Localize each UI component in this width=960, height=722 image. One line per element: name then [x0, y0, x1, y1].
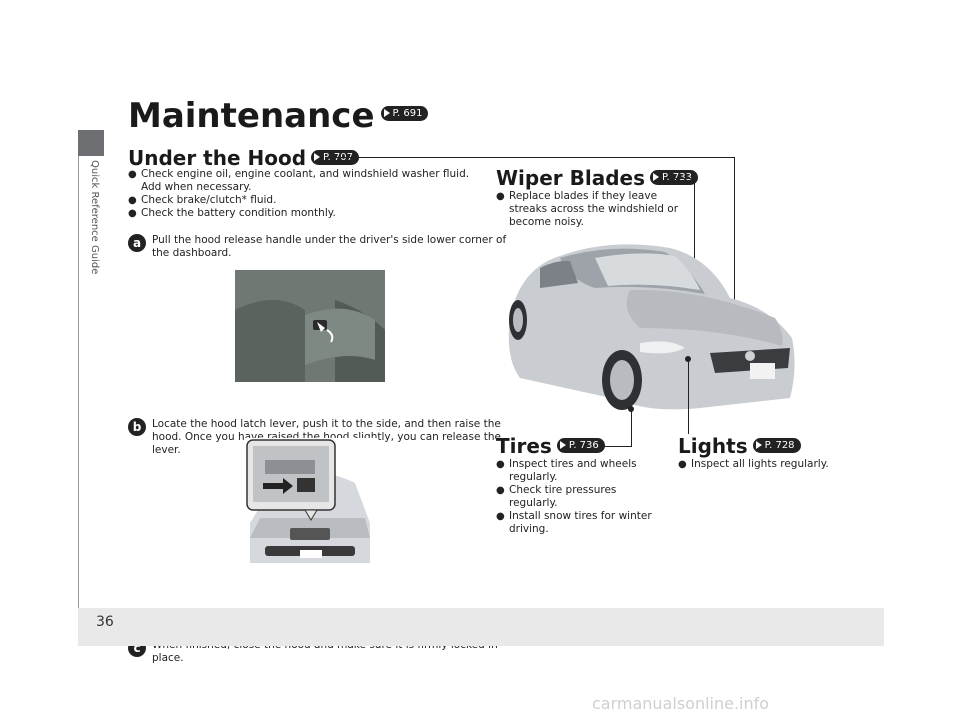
wiper-heading: Wiper Blades P. 733	[496, 166, 698, 190]
section-tab	[78, 130, 104, 156]
callout-line-hood-v	[734, 157, 735, 307]
under-hood-bullets: Check engine oil, engine coolant, and wi…	[128, 168, 488, 220]
tires-bullets: Inspect tires and wheels regularly. Chec…	[496, 458, 668, 536]
tires-ref-text: P. 736	[568, 440, 599, 451]
wiper-ref-text: P. 733	[662, 172, 692, 183]
page-title: Maintenance P. 691	[128, 96, 429, 136]
wiper-ref-link[interactable]: P. 733	[650, 170, 698, 185]
list-item: Inspect tires and wheels regularly.	[496, 458, 668, 484]
wiper-bullets: Replace blades if they leave streaks acr…	[496, 190, 692, 229]
sidebar-section-label: Quick Reference Guide	[89, 160, 100, 275]
arrow-icon	[383, 109, 390, 117]
car-illustration	[500, 228, 800, 428]
footer-band	[78, 608, 884, 646]
wiper-title: Wiper Blades	[496, 166, 646, 190]
arrow-icon	[314, 153, 321, 161]
arrow-icon	[653, 173, 660, 181]
arrow-icon	[755, 441, 762, 449]
lights-bullets: Inspect all lights regularly.	[678, 458, 868, 471]
page-title-text: Maintenance	[128, 96, 375, 136]
callout-line-tires-v	[631, 410, 632, 446]
step-text: Locate the hood latch lever, push it to …	[152, 418, 501, 456]
lights-ref-text: P. 728	[764, 440, 795, 451]
lights-heading: Lights P. 728	[678, 434, 801, 458]
step-text: Pull the hood release handle under the d…	[152, 234, 507, 259]
under-hood-title: Under the Hood	[128, 146, 307, 170]
callout-line-wiper-v	[694, 178, 695, 286]
callout-dot-lights	[685, 356, 691, 362]
callout-line-wiper-h	[672, 178, 694, 179]
lights-title: Lights	[678, 434, 748, 458]
hood-release-photo	[235, 270, 385, 382]
list-item: Check the battery condition monthly.	[128, 207, 488, 220]
callout-line-hood-h	[332, 157, 734, 158]
arrow-icon	[559, 441, 566, 449]
list-item: Check tire pressures regularly.	[496, 484, 668, 510]
tires-heading: Tires P. 736	[496, 434, 605, 458]
tires-ref-link[interactable]: P. 736	[556, 438, 605, 453]
watermark: carmanualsonline.info	[592, 694, 770, 713]
list-item: Inspect all lights regularly.	[678, 458, 868, 471]
callout-line-tires-h	[604, 446, 632, 447]
step-b: b Locate the hood latch lever, push it t…	[128, 418, 514, 457]
list-item: Install snow tires for winter driving.	[496, 510, 668, 536]
step-a: a Pull the hood release handle under the…	[128, 234, 514, 260]
callout-line-lights-v	[688, 360, 689, 434]
sidebar-divider	[78, 156, 79, 608]
callout-dot-tires	[628, 406, 634, 412]
page-ref-link[interactable]: P. 691	[380, 106, 429, 121]
list-item: Replace blades if they leave streaks acr…	[496, 190, 692, 229]
list-item: Check engine oil, engine coolant, and wi…	[128, 168, 488, 194]
page-ref-text: P. 691	[392, 108, 423, 119]
step-badge-a: a	[128, 234, 146, 252]
lights-ref-link[interactable]: P. 728	[752, 438, 801, 453]
hood-latch-photo	[245, 438, 378, 568]
tires-title: Tires	[496, 434, 552, 458]
step-badge-b: b	[128, 418, 146, 436]
list-item: Check brake/clutch* fluid.	[128, 194, 488, 207]
page-number: 36	[96, 614, 114, 630]
